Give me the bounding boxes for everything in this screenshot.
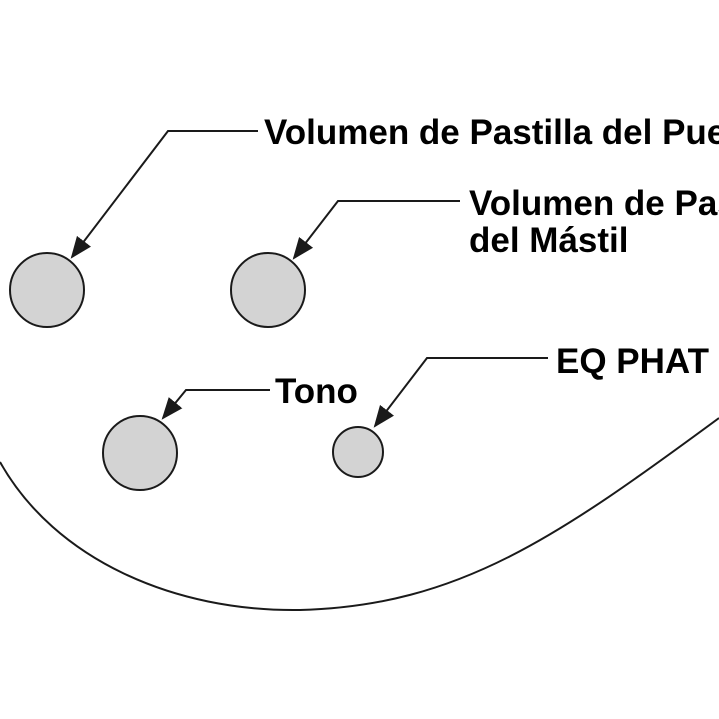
bridge-volume-label: Volumen de Pastilla del Puente <box>264 113 719 152</box>
tone-knob <box>102 415 178 491</box>
bridge-volume-leader-arrow <box>70 130 258 259</box>
neck-volume-label-line2: del Mástil <box>469 221 628 260</box>
eq-knob <box>332 426 384 478</box>
guitar-body-outline <box>0 417 719 612</box>
tone-leader-arrow <box>161 389 270 420</box>
eq-leader-arrow <box>373 357 548 428</box>
neck-volume-label-line1: Volumen de Pastilla <box>469 184 719 223</box>
neck-volume-leader-arrow <box>292 200 460 260</box>
bridge-volume-knob <box>9 252 85 328</box>
tone-label: Tono <box>275 372 358 411</box>
eq-label: EQ PHAT II <box>556 342 719 381</box>
neck-volume-knob <box>230 252 306 328</box>
